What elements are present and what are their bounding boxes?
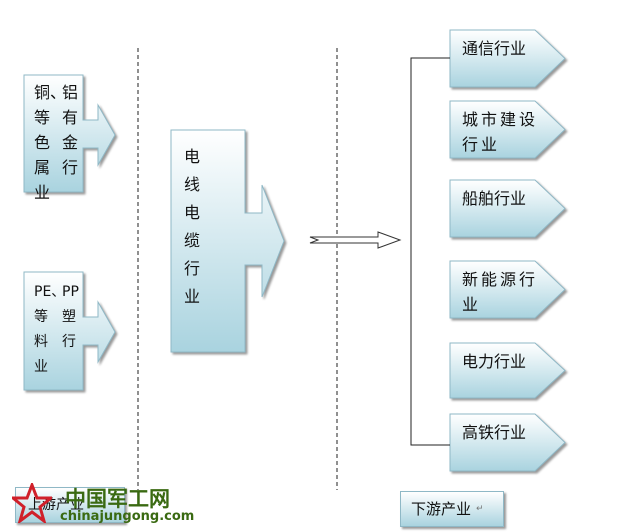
char: 等: [34, 309, 48, 325]
char: 色: [34, 133, 51, 152]
char: 铜、: [34, 83, 67, 102]
downstream-label-box: 下游产业↵: [400, 491, 504, 527]
downstream-item-label: 船舶行业: [462, 189, 527, 208]
downstream-item-label: 高铁行业: [462, 423, 527, 442]
char: 线: [184, 175, 201, 194]
downstream-box-3: [449, 260, 566, 319]
metals-arrow-box: [23, 74, 116, 193]
double-arrow-icon: [309, 231, 402, 249]
downstream-item-label: 电力行业: [462, 352, 527, 371]
char: 电: [184, 147, 201, 166]
bracket-line: [410, 57, 450, 446]
char: 业: [34, 183, 51, 202]
char: 有: [62, 108, 79, 127]
downstream-item-label: 城市建设行业: [462, 110, 539, 154]
char: 料: [34, 334, 48, 350]
downstream-item-label: 通信行业: [462, 39, 527, 58]
char: 行: [62, 334, 76, 350]
char: 行: [184, 259, 201, 278]
metals-col2: 铝有金行: [62, 80, 78, 180]
downstream-box-2: [449, 179, 566, 238]
plastics-col1: PE、等料业: [34, 280, 65, 380]
char: 等: [34, 108, 51, 127]
cable-arrow-box: [170, 129, 285, 353]
metals-col1: 铜、等色属业: [34, 80, 66, 205]
downstream-label: 下游产业: [411, 500, 472, 518]
char: 缆: [184, 231, 201, 250]
char: 行: [62, 158, 79, 177]
downstream-box-4: [449, 342, 566, 399]
char: 塑: [62, 309, 76, 325]
char: PE、: [34, 284, 66, 300]
char: 铝: [62, 83, 79, 102]
char: 金: [62, 133, 79, 152]
downstream-box-0: [449, 29, 566, 88]
char: 业: [184, 287, 201, 306]
downstream-box-1: [449, 100, 566, 159]
char: 业: [34, 359, 48, 375]
char: 属: [34, 158, 51, 177]
star-logo-icon: [12, 483, 52, 523]
char: PP: [62, 284, 79, 300]
center-label: 电线电缆行业: [184, 143, 200, 311]
plastics-col2: PP 塑行: [62, 280, 79, 355]
plastics-arrow-box: [23, 271, 116, 391]
char: 电: [184, 203, 201, 222]
downstream-box-5: [449, 413, 566, 472]
downstream-item-label: 新能源行业: [462, 270, 539, 314]
